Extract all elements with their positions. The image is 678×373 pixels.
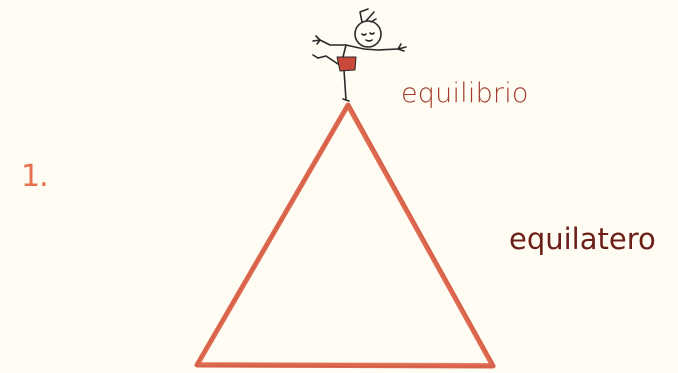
balancing-figure-icon — [313, 9, 406, 101]
equilateral-triangle — [196, 104, 495, 367]
label-equilatero: equilatero — [509, 225, 656, 254]
label-equilibrio: equilibrio — [401, 80, 529, 107]
